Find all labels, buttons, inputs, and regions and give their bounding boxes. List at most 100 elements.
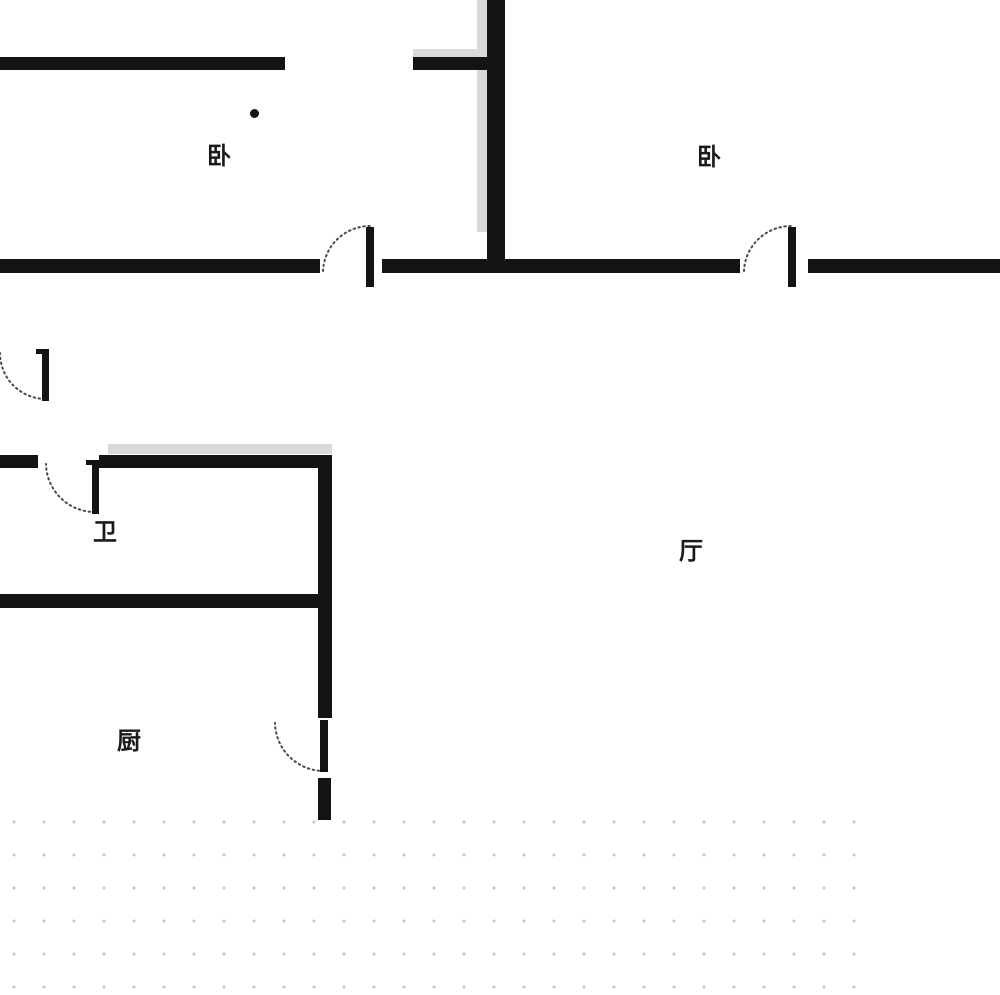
grid-dot	[282, 985, 286, 989]
grid-dot	[732, 952, 736, 956]
grid-dot	[552, 952, 556, 956]
wall	[318, 778, 331, 820]
door-leaf	[320, 720, 328, 772]
door-arc	[743, 224, 792, 272]
grid-dot	[702, 820, 706, 824]
grid-dot	[702, 853, 706, 857]
grid-dot	[402, 985, 406, 989]
grid-dot	[42, 820, 46, 824]
grid-dot	[432, 919, 436, 923]
wall	[382, 259, 740, 273]
ceiling-light-marker	[249, 108, 259, 118]
grid-dot	[672, 919, 676, 923]
grid-dot	[402, 886, 406, 890]
grid-dot	[492, 985, 496, 989]
grid-dot	[822, 853, 826, 857]
grid-dot	[222, 919, 226, 923]
grid-dot	[612, 985, 616, 989]
room-label-living-room: 厅	[679, 537, 703, 565]
door-leaf	[86, 460, 99, 465]
grid-dot	[252, 952, 256, 956]
grid-dot	[522, 985, 526, 989]
grid-dot	[222, 820, 226, 824]
wall	[318, 455, 332, 718]
grid-dot	[282, 919, 286, 923]
grid-dot	[792, 853, 796, 857]
grid-dot	[252, 820, 256, 824]
grid-dot	[372, 985, 376, 989]
grid-dot	[192, 853, 196, 857]
grid-dot	[822, 985, 826, 989]
grid-dot	[582, 820, 586, 824]
grid-dot	[12, 985, 16, 989]
grid-dot	[732, 985, 736, 989]
grid-dot	[342, 820, 346, 824]
grid-dot	[432, 952, 436, 956]
grid-dot	[312, 853, 316, 857]
grid-dot	[792, 886, 796, 890]
grid-dot	[522, 853, 526, 857]
grid-dot	[462, 853, 466, 857]
balcony-dot-grid	[12, 820, 856, 989]
grid-dot	[72, 886, 76, 890]
grid-dot	[822, 952, 826, 956]
grid-dot	[252, 886, 256, 890]
grid-dot	[612, 919, 616, 923]
room-label-kitchen: 厨	[117, 727, 141, 755]
grid-dot	[492, 886, 496, 890]
wall	[99, 455, 332, 468]
grid-dot	[732, 853, 736, 857]
grid-dot	[72, 952, 76, 956]
grid-dot	[132, 919, 136, 923]
grid-dot	[42, 985, 46, 989]
grid-dot	[222, 952, 226, 956]
grid-dot	[552, 853, 556, 857]
grid-dot	[342, 952, 346, 956]
grid-dot	[342, 853, 346, 857]
grid-dot	[462, 820, 466, 824]
grid-dot	[132, 952, 136, 956]
grid-dot	[312, 952, 316, 956]
grid-dot	[12, 952, 16, 956]
grid-dot	[762, 919, 766, 923]
room-label-bedroom-right: 卧	[697, 143, 721, 171]
grid-dot	[282, 886, 286, 890]
grid-dot	[642, 886, 646, 890]
grid-dot	[162, 886, 166, 890]
door-arc	[0, 352, 46, 400]
grid-dot	[702, 886, 706, 890]
grid-dot	[132, 886, 136, 890]
grid-dot	[732, 919, 736, 923]
grid-dot	[72, 985, 76, 989]
grid-dot	[852, 919, 856, 923]
wall	[413, 57, 491, 70]
grid-dot	[642, 919, 646, 923]
door-arc	[45, 463, 96, 513]
door-arc	[322, 224, 371, 272]
grid-dot	[222, 985, 226, 989]
grid-dot	[552, 820, 556, 824]
grid-dot	[672, 886, 676, 890]
grid-dot	[102, 853, 106, 857]
grid-dot	[372, 886, 376, 890]
grid-dot	[192, 985, 196, 989]
grid-dot	[402, 820, 406, 824]
grid-dot	[462, 919, 466, 923]
grid-dot	[42, 919, 46, 923]
grid-dot	[132, 820, 136, 824]
grid-dot	[162, 820, 166, 824]
grid-dot	[12, 919, 16, 923]
grid-dot	[402, 919, 406, 923]
grid-dot	[312, 919, 316, 923]
grid-dot	[642, 853, 646, 857]
grid-dot	[102, 952, 106, 956]
grid-dot	[192, 952, 196, 956]
grid-dot	[552, 985, 556, 989]
wall	[0, 455, 38, 468]
grid-dot	[462, 952, 466, 956]
grid-dot	[642, 952, 646, 956]
grid-dot	[72, 919, 76, 923]
grid-dot	[252, 919, 256, 923]
